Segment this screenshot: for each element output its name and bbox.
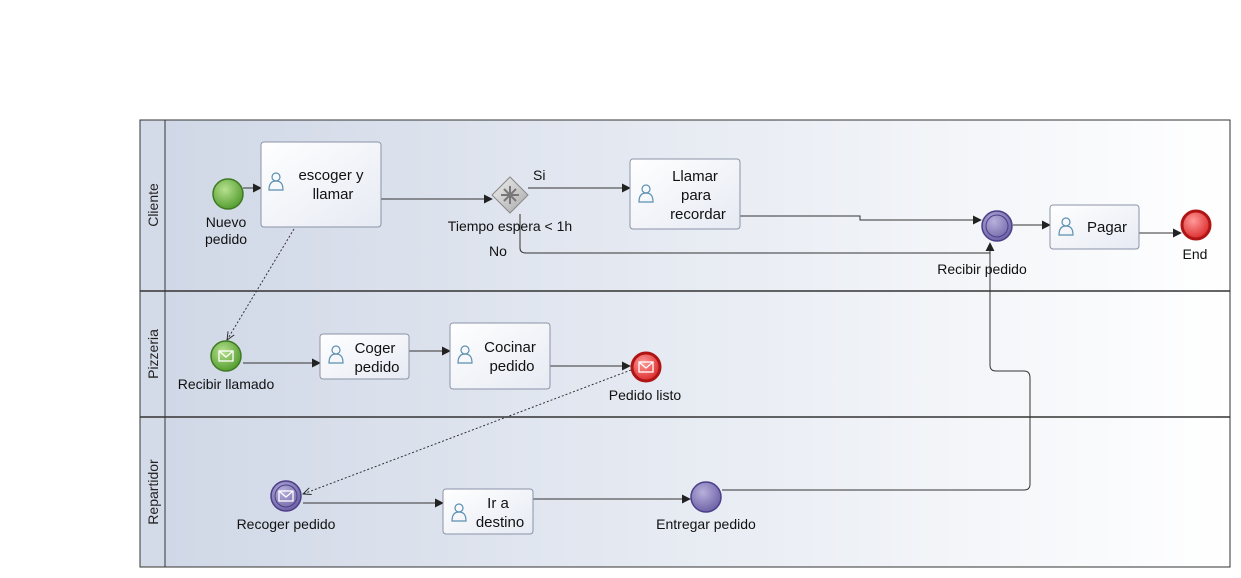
task-cocinar-pedido[interactable]: Cocinar pedido bbox=[449, 322, 551, 390]
event-recoger-pedido[interactable]: Recoger pedido bbox=[237, 480, 336, 532]
lane-cliente-label: Cliente bbox=[145, 183, 161, 227]
task-ir-label-line2: destino bbox=[476, 514, 524, 531]
task-pagar[interactable]: Pagar bbox=[1049, 204, 1140, 250]
lane-pizzeria-label: Pizzeria bbox=[145, 329, 161, 379]
start-event-icon bbox=[212, 178, 244, 210]
task-coger-label-line2: pedido bbox=[354, 359, 399, 376]
lane-pizzeria: Pizzeria bbox=[145, 329, 161, 379]
flow-entregar-to-recibir[interactable] bbox=[722, 242, 1031, 491]
task-ir-a-destino[interactable]: Ir a destino bbox=[442, 488, 534, 535]
event-based-gateway-icon bbox=[501, 186, 519, 204]
end-event-icon bbox=[1180, 209, 1212, 241]
intermediate-event-recibir-pedido[interactable]: Recibir pedido bbox=[937, 210, 1027, 277]
branch-label-no: No bbox=[489, 243, 507, 259]
start-event-nuevo-pedido[interactable]: Nuevo pedido bbox=[205, 178, 247, 247]
task-llamar-label-line3: recordar bbox=[670, 206, 726, 223]
message-flows bbox=[227, 228, 632, 494]
task-llamar-para-recordar[interactable]: Llamar para recordar bbox=[629, 158, 741, 230]
branch-label-si: Si bbox=[533, 167, 545, 183]
sequence-flows bbox=[243, 183, 1182, 508]
gateway-tiempo-espera[interactable]: Tiempo espera < 1h bbox=[448, 176, 572, 234]
gateway-label: Tiempo espera < 1h bbox=[448, 218, 572, 234]
recibir-pedido-label: Recibir pedido bbox=[937, 261, 1027, 277]
pedido-listo-label: Pedido listo bbox=[609, 387, 682, 403]
task-escoger-label-line2: llamar bbox=[313, 186, 354, 203]
start-event-recibir-llamado[interactable]: Recibir llamado bbox=[178, 340, 275, 392]
task-cocinar-label-line2: pedido bbox=[489, 358, 534, 375]
message-flow-escoger-to-pizzeria[interactable] bbox=[227, 228, 295, 340]
task-ir-label-line1: Ir a bbox=[487, 495, 509, 512]
task-coger-label-line1: Coger bbox=[355, 340, 396, 357]
event-entregar-pedido[interactable]: Entregar pedido bbox=[656, 481, 756, 532]
flow-llamar-to-recibir[interactable] bbox=[740, 215, 982, 225]
recoger-pedido-label: Recoger pedido bbox=[237, 516, 336, 532]
end-event[interactable]: End bbox=[1180, 209, 1212, 262]
task-escoger-y-llamar[interactable]: escoger y llamar bbox=[260, 141, 382, 228]
task-escoger-label-line1: escoger y bbox=[298, 167, 364, 184]
message-flow-listo-to-repartidor[interactable] bbox=[303, 369, 632, 494]
start-event-label-line1: Nuevo bbox=[206, 214, 247, 230]
lane-repartidor-label: Repartidor bbox=[145, 459, 161, 525]
start-event-label-line2: pedido bbox=[205, 231, 247, 247]
task-llamar-label-line2: para bbox=[681, 187, 712, 204]
task-cocinar-label-line1: Cocinar bbox=[484, 339, 536, 356]
task-llamar-label-line1: Llamar bbox=[672, 168, 718, 185]
entregar-pedido-label: Entregar pedido bbox=[656, 516, 756, 532]
end-event-pedido-listo[interactable]: Pedido listo bbox=[609, 351, 682, 403]
lane-repartidor: Repartidor bbox=[145, 459, 161, 525]
recibir-llamado-label: Recibir llamado bbox=[178, 376, 275, 392]
task-pagar-label: Pagar bbox=[1087, 219, 1127, 236]
intermediate-event-icon bbox=[985, 214, 1009, 238]
lane-cliente: Cliente bbox=[145, 183, 161, 227]
end-event-label: End bbox=[1183, 246, 1208, 262]
task-coger-pedido[interactable]: Coger pedido bbox=[319, 333, 410, 380]
flow-gateway-no-to-recibir[interactable] bbox=[519, 214, 990, 254]
